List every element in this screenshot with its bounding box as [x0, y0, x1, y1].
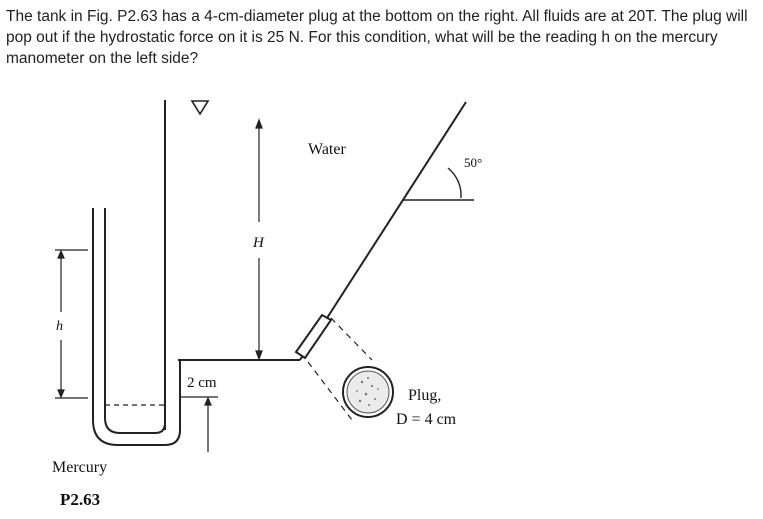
tank-walls: [164, 100, 467, 430]
h-dimension: [55, 249, 88, 399]
gap-dimension: [180, 396, 218, 452]
H-dimension: [255, 118, 263, 361]
plug-projection-lines: [307, 317, 373, 421]
plug-diameter-label: D = 4 cm: [396, 411, 457, 428]
mercury-label: Mercury: [52, 459, 107, 476]
angle-label: 50°: [464, 155, 482, 170]
H-label: H: [252, 235, 265, 251]
plug: [294, 313, 333, 360]
h-label: h: [56, 319, 63, 334]
water-label: Water: [308, 141, 346, 158]
plug-face-view: [342, 366, 394, 418]
angle-marker: [403, 167, 474, 201]
plug-label: Plug,: [408, 387, 441, 404]
figure-number: P2.63: [60, 490, 100, 509]
free-surface-symbol: [190, 100, 210, 116]
manometer-u-tube: [92, 208, 181, 446]
gap-label: 2 cm: [187, 375, 217, 391]
problem-statement: The tank in Fig. P2.63 has a 4-cm-diamet…: [6, 8, 748, 67]
